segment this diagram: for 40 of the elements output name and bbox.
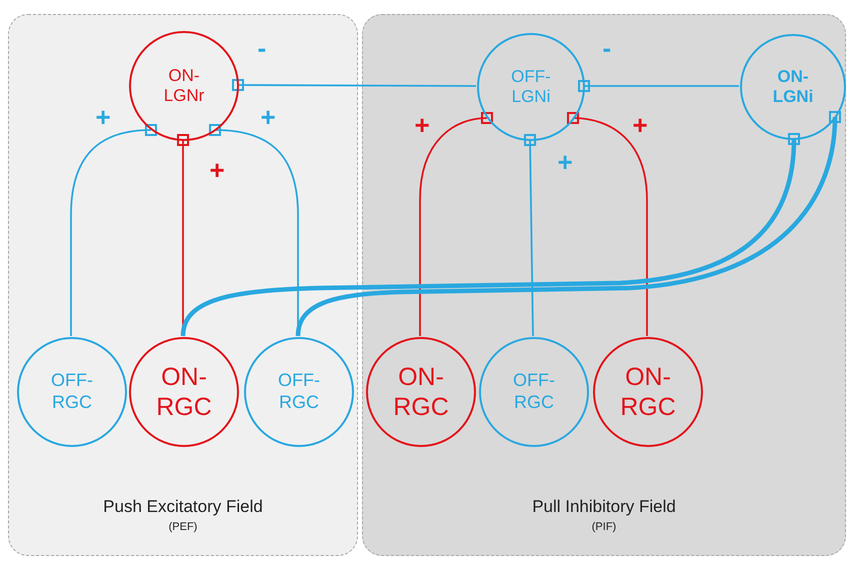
neuron-circle <box>593 337 703 447</box>
synapse-connection <box>566 112 648 336</box>
neuron-label: ON- RGC <box>393 362 449 422</box>
neuron-circle <box>244 337 354 447</box>
neuron-label: ON- LGNi <box>772 66 814 108</box>
synapse-connection <box>578 80 739 92</box>
sign-label: + <box>558 149 573 175</box>
sign-label: + <box>96 104 111 130</box>
field-title: Pull Inhibitory Field <box>532 497 676 517</box>
sign-label: - <box>258 35 266 61</box>
field-panel <box>8 14 358 556</box>
synapse-connection <box>180 132 800 336</box>
neuron-circle <box>477 33 585 141</box>
neuron-label: OFF- RGC <box>513 370 555 414</box>
sign-label: + <box>260 104 276 130</box>
neuron-label: OFF- RGC <box>278 370 320 414</box>
synapse-connection <box>524 134 536 336</box>
sign-label: + <box>414 112 430 138</box>
synapse-connection <box>70 124 158 336</box>
synapse-connection <box>296 110 842 336</box>
neuron-label: OFF- LGNi <box>511 66 551 108</box>
synapse-connection <box>419 112 494 336</box>
sign-label: + <box>210 157 225 183</box>
neuron-circle <box>129 31 239 141</box>
neuron-circle <box>740 34 846 140</box>
field-title: Push Excitatory Field <box>103 497 263 517</box>
neuron-label: ON- LGNr <box>164 66 204 106</box>
neuron-label: ON- RGC <box>620 362 676 422</box>
field-abbreviation: (PEF) <box>168 521 198 533</box>
neuron-circle <box>366 337 476 447</box>
field-abbreviation: (PIF) <box>592 521 616 533</box>
synapse-connection <box>232 78 476 92</box>
field-panel <box>362 14 846 556</box>
neuron-circle <box>17 337 127 447</box>
sign-label: - <box>602 35 612 61</box>
neuron-label: ON- RGC <box>156 362 212 422</box>
neuron-circle <box>479 337 589 447</box>
sign-label: + <box>632 112 648 138</box>
neuron-label: OFF- RGC <box>51 370 93 414</box>
neuron-circle <box>129 337 239 447</box>
